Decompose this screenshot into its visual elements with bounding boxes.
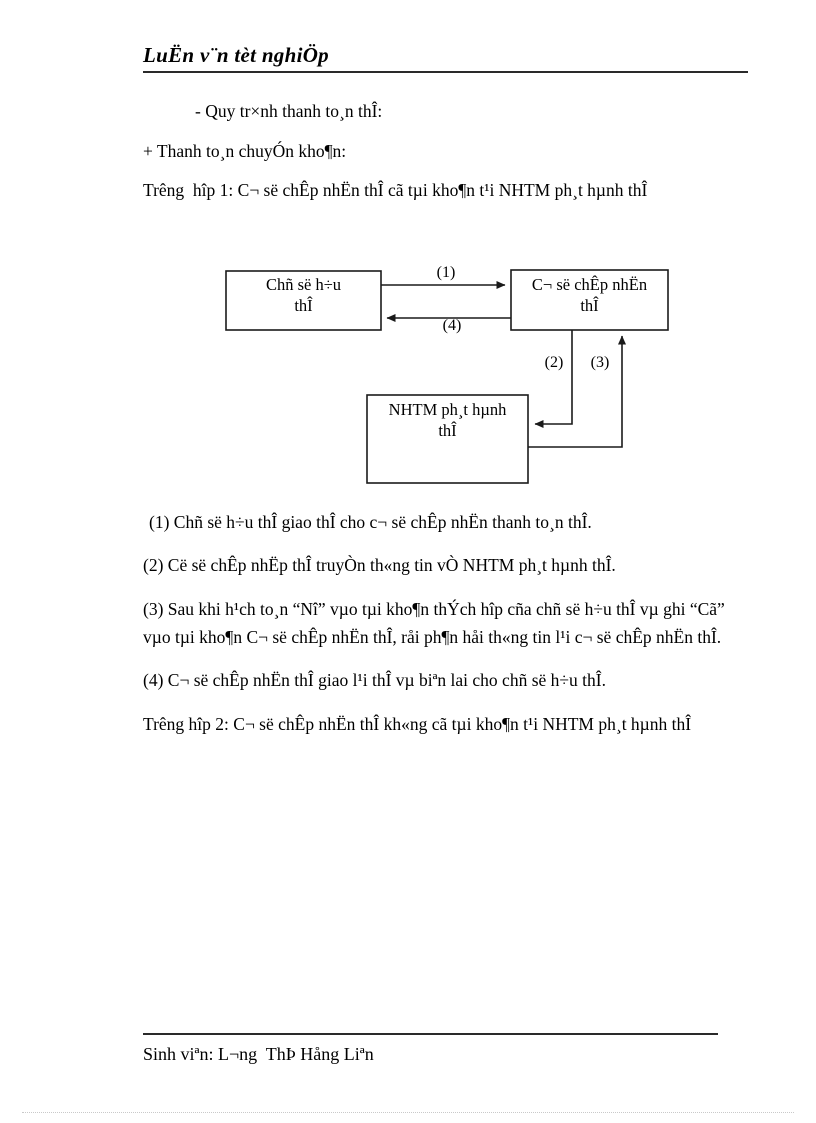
diagram-box-merchant-label-line2: thÎ bbox=[580, 296, 599, 315]
diagram-arrow-3: (3) bbox=[528, 335, 626, 448]
diagram-arrow-2: (2) bbox=[534, 330, 573, 428]
diagram-arrow-1-label: (1) bbox=[437, 264, 456, 281]
body-text-top: - Quy tr×nh thanh to¸n thÎ: + Thanh to¸n… bbox=[143, 98, 743, 219]
diagram-arrow-4: (4) bbox=[386, 314, 511, 334]
footer-divider bbox=[143, 1033, 718, 1035]
diagram-box-merchant-label-line1: C¬ së chÊp nhËn bbox=[532, 275, 647, 294]
diagram-box-cardholder-label-line1: Chñ së h÷u bbox=[266, 275, 341, 294]
note-item-3: (3) Sau khi h¹ch to¸n “Nî” vµo tµi kho¶n… bbox=[143, 598, 725, 648]
page-footer: Sinh viªn: L¬ng ThÞ Hång Liªn bbox=[143, 1033, 718, 1065]
diagram-arrow-3-label: (3) bbox=[591, 354, 610, 371]
footer-student-name: Sinh viªn: L¬ng ThÞ Hång Liªn bbox=[143, 1044, 374, 1064]
scan-edge-artifact bbox=[22, 1112, 794, 1113]
diagram-box-issuing-bank-label-line2: thÎ bbox=[438, 421, 457, 440]
paragraph-transfer-payment: + Thanh to¸n chuyÓn kho¶n: bbox=[143, 140, 347, 161]
diagram-box-cardholder: Chñ së h÷u thÎ bbox=[225, 270, 382, 331]
page-header: LuËn v¨n tèt nghiÖp bbox=[143, 43, 748, 74]
paragraph-case-one: Trêng hîp 1: C¬ së chÊp nhËn thÎ cã tµi … bbox=[143, 180, 648, 201]
diagram-box-cardholder-label-line2: thÎ bbox=[294, 296, 313, 315]
header-divider bbox=[143, 71, 748, 74]
diagram-notes: (1) Chñ së h÷u thÎ giao thÎ cho c¬ së ch… bbox=[143, 508, 753, 753]
diagram-arrow-2-label: (2) bbox=[545, 354, 564, 371]
header-title: LuËn v¨n tèt nghiÖp bbox=[143, 43, 329, 67]
diagram-box-issuing-bank: NHTM ph¸t hµnh thÎ bbox=[366, 394, 529, 484]
paragraph-case-two: Trêng hîp 2: C¬ së chÊp nhËn thÎ kh«ng c… bbox=[143, 713, 692, 734]
diagram-arrow-4-label: (4) bbox=[443, 317, 462, 334]
note-item-4: (4) C¬ së chÊp nhËn thÎ giao l¹i thÎ vµ … bbox=[143, 670, 606, 691]
diagram-arrow-1: (1) bbox=[381, 264, 506, 289]
note-item-2: (2) Cë së chÊp nhËp thÎ truyÒn th«ng tin… bbox=[143, 555, 616, 576]
diagram-box-merchant: C¬ së chÊp nhËn thÎ bbox=[510, 269, 669, 331]
note-item-1: (1) Chñ së h÷u thÎ giao thÎ cho c¬ së ch… bbox=[149, 512, 592, 532]
diagram-box-issuing-bank-label-line1: NHTM ph¸t hµnh bbox=[389, 400, 507, 419]
paragraph-process-title: - Quy tr×nh thanh to¸n thÎ: bbox=[195, 101, 383, 121]
